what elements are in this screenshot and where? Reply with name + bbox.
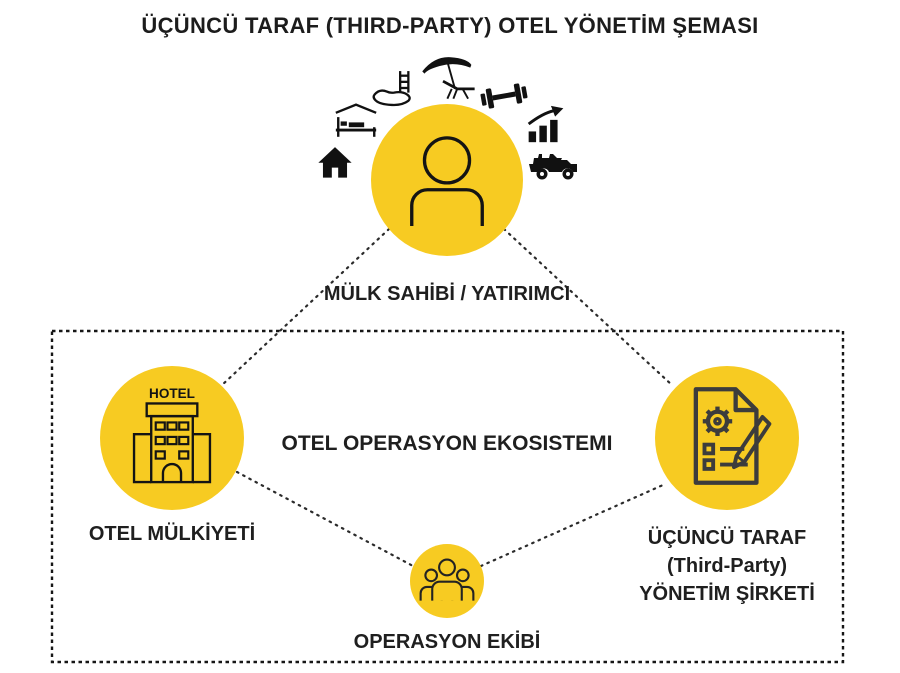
house-icon bbox=[317, 145, 353, 179]
growth-chart-icon bbox=[525, 105, 567, 143]
hotel-building-icon: HOTEL bbox=[125, 385, 219, 492]
node-management-company bbox=[655, 366, 799, 510]
node-operations-team bbox=[410, 544, 484, 618]
dumbbell-icon bbox=[479, 80, 529, 112]
management-company-label-line3: YÖNETİM ŞİRKETİ bbox=[639, 583, 815, 605]
beach-umbrella-icon bbox=[419, 55, 479, 102]
operations-team-label: OPERASYON EKİBİ bbox=[353, 631, 541, 653]
hotel-ownership-label: OTEL MÜLKİYETİ bbox=[88, 523, 256, 545]
ecosystem-boundary-box bbox=[50, 329, 845, 664]
hotel-sign-text: HOTEL bbox=[149, 386, 195, 401]
person-icon bbox=[400, 127, 494, 234]
connector-owner-hotel bbox=[219, 227, 391, 388]
management-company-label-line2: (Third-Party) bbox=[667, 555, 787, 577]
management-company-label-line1: ÜÇÜNCÜ TARAF bbox=[647, 527, 807, 549]
owner-investor-label: MÜLK SAHİBİ / YATIRIMCI bbox=[323, 283, 571, 305]
node-hotel-ownership: HOTEL bbox=[100, 366, 244, 510]
people-group-icon bbox=[418, 554, 476, 608]
contract-gear-pencil-icon bbox=[682, 384, 772, 493]
connector-owner-manager bbox=[502, 227, 675, 388]
node-owner-investor bbox=[371, 104, 523, 256]
diagram-title: ÜÇÜNCÜ TARAF (THIRD-PARTY) OTEL YÖNETİM … bbox=[141, 13, 759, 38]
management-company-label: ÜÇÜNCÜ TARAF (Third-Party) YÖNETİM ŞİRKE… bbox=[612, 524, 842, 608]
connector-hotel-team bbox=[235, 470, 415, 568]
bed-icon bbox=[332, 101, 380, 139]
safari-jeep-icon bbox=[527, 148, 582, 183]
pool-icon bbox=[368, 68, 420, 108]
connector-team-manager bbox=[479, 483, 665, 568]
ecosystem-label: OTEL OPERASYON EKOSISTEMI bbox=[281, 432, 613, 455]
